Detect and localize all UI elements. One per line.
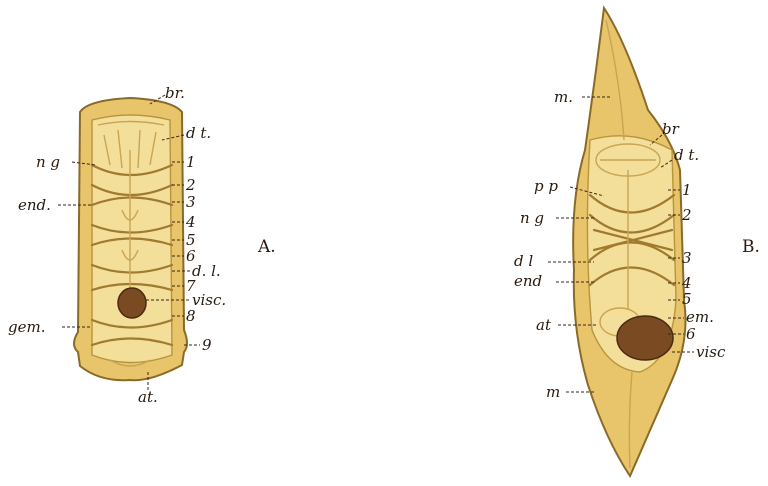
label-b-3: 3 <box>682 249 692 267</box>
figure-a <box>74 98 187 380</box>
label-b-visc: visc <box>696 343 726 361</box>
figure-b-viscus <box>617 316 673 360</box>
label-a-ng: n g <box>36 153 60 171</box>
label-b-1: 1 <box>682 181 692 199</box>
panel-label-b: B. <box>742 237 760 257</box>
label-b-5: 5 <box>682 290 692 308</box>
label-b-dt: d t. <box>674 146 699 164</box>
label-a-br: br. <box>165 84 185 102</box>
figure-b <box>573 8 685 476</box>
label-a-2: 2 <box>185 176 196 194</box>
label-a-3: 3 <box>186 193 196 211</box>
panel-label-a: A. <box>257 237 276 257</box>
label-b-end: end <box>514 272 542 290</box>
label-b-ng: n g <box>520 209 544 227</box>
label-a-end: end. <box>18 196 51 214</box>
label-a-8: 8 <box>186 307 196 325</box>
label-a-1: 1 <box>186 153 196 171</box>
figure-a-viscus <box>118 288 146 318</box>
label-b-6: 6 <box>686 325 696 343</box>
label-a-visc: visc. <box>192 291 226 309</box>
label-a-4: 4 <box>185 213 196 231</box>
label-b-br: br <box>662 120 680 138</box>
label-b-dl: d l <box>514 252 533 270</box>
label-b-2: 2 <box>681 206 692 224</box>
label-a-dl: d. l. <box>192 262 221 280</box>
label-b-em: em. <box>686 308 714 326</box>
label-b-pp: p p <box>534 177 558 195</box>
label-b-m-top: m. <box>554 88 573 106</box>
label-b-m-bottom: m <box>546 383 560 401</box>
label-a-9: 9 <box>202 336 212 354</box>
label-a-gem: gem. <box>8 318 45 336</box>
label-a-dt: d t. <box>186 124 211 142</box>
label-a-at: at. <box>138 388 158 406</box>
label-b-at: at <box>536 316 552 334</box>
